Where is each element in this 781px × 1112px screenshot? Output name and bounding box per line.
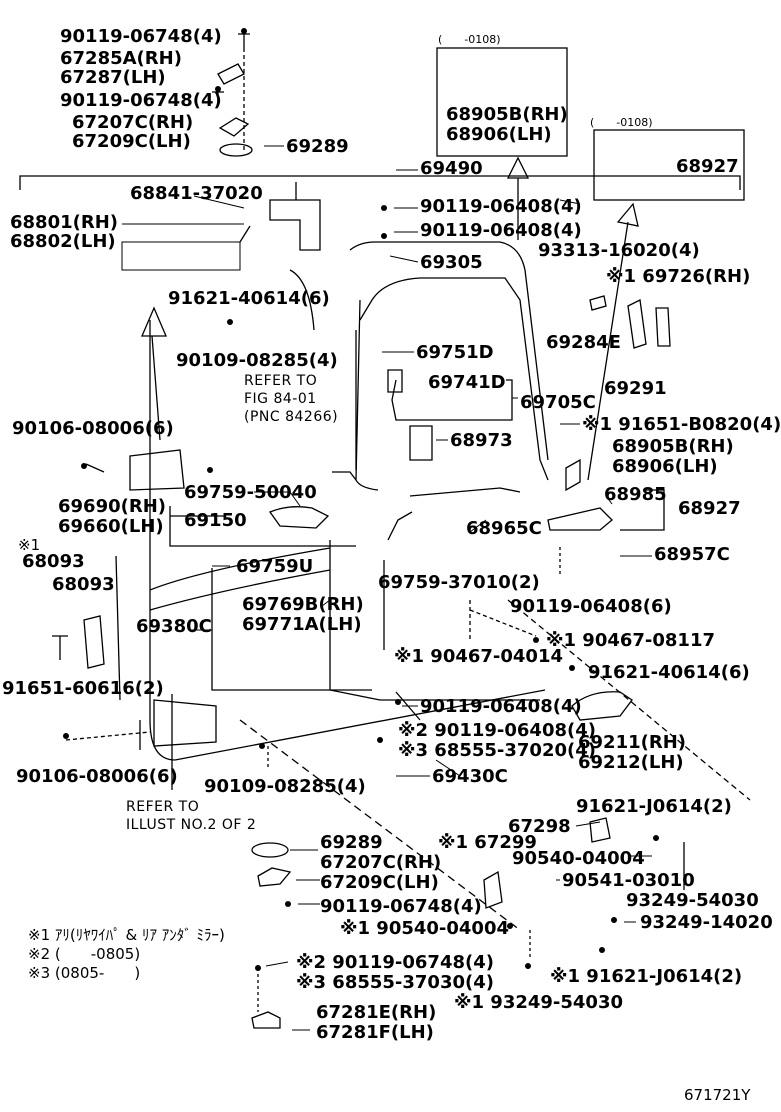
part-label: 69289 <box>286 136 349 157</box>
part-label: 69769B(RH) <box>242 594 364 615</box>
part-label: 69430C <box>432 766 508 787</box>
part-label: 67207C(RH) <box>72 112 194 133</box>
part-label: 67287(LH) <box>60 67 166 88</box>
footnote: ※2 ( -0805) <box>28 945 141 963</box>
part-label: ※1 91651-B0820(4) <box>582 414 781 435</box>
part-label: 68093 <box>52 574 115 595</box>
part-label: 93249-14020 <box>640 912 773 933</box>
note-mark: ※1 <box>18 536 41 554</box>
part-label: 68905B(RH) <box>612 436 734 457</box>
part-label: 68906(LH) <box>446 124 552 145</box>
part-label: 67281F(LH) <box>316 1022 434 1043</box>
part-label: 69284E <box>546 332 621 353</box>
reference-note: FIG 84-01 <box>244 391 317 407</box>
part-label: 69289 <box>320 832 383 853</box>
part-label: 67298 <box>508 816 571 837</box>
part-label: 90119-06408(4) <box>420 696 582 717</box>
part-label: 67281E(RH) <box>316 1002 437 1023</box>
reference-note: REFER TO <box>126 799 200 815</box>
part-label: 90109-08285(4) <box>204 776 366 797</box>
part-label: 90119-06748(4) <box>60 90 222 111</box>
part-label: ※1 93249-54030 <box>454 992 624 1013</box>
inset-range: ( -0108) <box>438 33 501 46</box>
reference-note: ILLUST NO.2 OF 2 <box>126 817 257 833</box>
part-label: 68927 <box>678 498 741 519</box>
part-label: 90109-08285(4) <box>176 350 338 371</box>
part-label: 68957C <box>654 544 730 565</box>
part-label: ※1 69726(RH) <box>606 266 751 287</box>
footnote: ※1 ｱﾘ(ﾘﾔﾜｲﾊﾟ & ﾘｱ ｱﾝﾀﾞ ﾐﾗｰ) <box>28 926 225 944</box>
part-label: 68965C <box>466 518 542 539</box>
part-label: 68973 <box>450 430 513 451</box>
part-label: 91621-J0614(2) <box>576 796 732 817</box>
reference-note: (PNC 84266) <box>244 409 339 425</box>
part-label: 68093 <box>22 551 85 572</box>
footnote: ※3 (0805- ) <box>28 964 141 982</box>
part-label: 90106-08006(6) <box>12 418 174 439</box>
part-label: 90119-06408(4) <box>420 196 582 217</box>
part-label: ※1 90467-04014 <box>394 646 564 667</box>
part-label: ※3 68555-37020(4) <box>398 740 596 761</box>
part-label: 90541-03010 <box>562 870 695 891</box>
part-label: 69759U <box>236 556 314 577</box>
part-label: 69490 <box>420 158 483 179</box>
part-label: 68985 <box>604 484 667 505</box>
part-label: 68905B(RH) <box>446 104 568 125</box>
part-label: 69705C <box>520 392 596 413</box>
diagram-lines <box>19 28 751 1031</box>
part-label: 69291 <box>604 378 667 399</box>
inset-box-right <box>593 129 745 201</box>
part-label: 90540-04004 <box>512 848 645 869</box>
inset-range: ( -0108) <box>590 116 653 129</box>
part-label: 93313-16020(4) <box>538 240 700 261</box>
inset-box-left <box>436 47 568 157</box>
part-label: 67207C(RH) <box>320 852 442 873</box>
part-label: 69660(LH) <box>58 516 164 537</box>
part-label: 90119-06748(4) <box>60 26 222 47</box>
part-label: ※1 90540-04004 <box>340 918 510 939</box>
figure-id: 671721Y <box>684 1086 751 1104</box>
part-label: 69759-50040 <box>184 482 317 503</box>
part-label: ※1 67299 <box>438 832 537 853</box>
part-label: 67209C(LH) <box>72 131 191 152</box>
part-label: 91621-40614(6) <box>168 288 330 309</box>
part-label: 90106-08006(6) <box>16 766 178 787</box>
part-label: ※2 90119-06408(4) <box>398 720 596 741</box>
part-label: 69212(LH) <box>578 752 684 773</box>
part-label: ※1 90467-08117 <box>546 630 716 651</box>
part-label: 67285A(RH) <box>60 48 182 69</box>
part-label: 69751D <box>416 342 494 363</box>
part-label: 69380C <box>136 616 212 637</box>
part-label: ※1 91621-J0614(2) <box>550 966 743 987</box>
part-label: 68841-37020 <box>130 183 263 204</box>
part-label: 69690(RH) <box>58 496 166 517</box>
part-label: 90119-06408(6) <box>510 596 672 617</box>
parts-diagram: 90119-06748(4) 67285A(RH) 67287(LH) 9011… <box>2 26 781 1104</box>
part-label: 69741D <box>428 372 506 393</box>
part-label: 69150 <box>184 510 247 531</box>
part-label: ※3 68555-37030(4) <box>296 972 494 993</box>
part-label: 93249-54030 <box>626 890 759 911</box>
part-label: 69211(RH) <box>578 732 686 753</box>
part-label: 90119-06408(4) <box>420 220 582 241</box>
part-label: 69771A(LH) <box>242 614 362 635</box>
part-label: 68801(RH) <box>10 212 118 233</box>
part-label: 68802(LH) <box>10 231 116 252</box>
part-label: 90119-06748(4) <box>320 896 482 917</box>
part-label: 68927 <box>676 156 739 177</box>
part-label: 68906(LH) <box>612 456 718 477</box>
part-label: 69759-37010(2) <box>378 572 540 593</box>
part-label: 91621-40614(6) <box>588 662 750 683</box>
part-label: ※2 90119-06748(4) <box>296 952 494 973</box>
reference-note: REFER TO <box>244 373 318 389</box>
part-label: 69305 <box>420 252 483 273</box>
part-label: 67209C(LH) <box>320 872 439 893</box>
part-label: 91651-60616(2) <box>2 678 164 699</box>
